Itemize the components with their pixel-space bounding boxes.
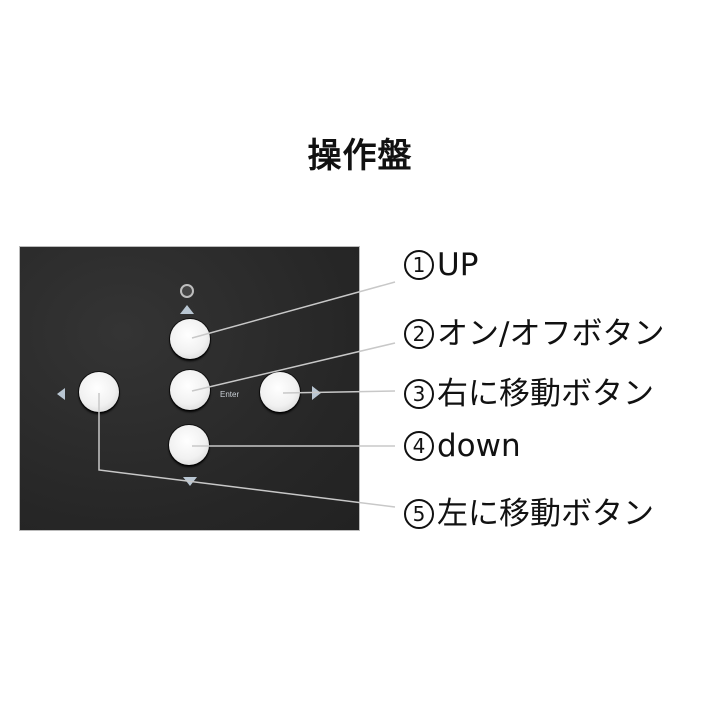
page-title: 操作盤 (307, 136, 413, 176)
callout-number: 3 (404, 379, 434, 409)
up-arrow-icon (180, 305, 194, 314)
callout-number: 4 (404, 431, 434, 461)
callout-number: 2 (404, 319, 434, 349)
enter-label: Enter (220, 390, 240, 399)
down-arrow-icon (183, 477, 197, 486)
right-button[interactable] (260, 372, 300, 412)
callout-text: down (437, 428, 521, 464)
power-led-indicator (180, 284, 194, 298)
down-button[interactable] (169, 425, 209, 465)
callout-text: オン/オフボタン (437, 316, 665, 352)
callout-number: 1 (404, 250, 434, 280)
left-button[interactable] (79, 372, 119, 412)
right-arrow-icon (312, 386, 321, 400)
callout-text: 右に移動ボタン (437, 376, 654, 412)
callout-number: 5 (404, 499, 434, 529)
up-button[interactable] (170, 319, 210, 359)
power-enter-button[interactable] (170, 370, 210, 410)
left-arrow-icon (57, 388, 65, 400)
callout-text: UP (437, 247, 479, 283)
callout-text: 左に移動ボタン (437, 496, 654, 532)
